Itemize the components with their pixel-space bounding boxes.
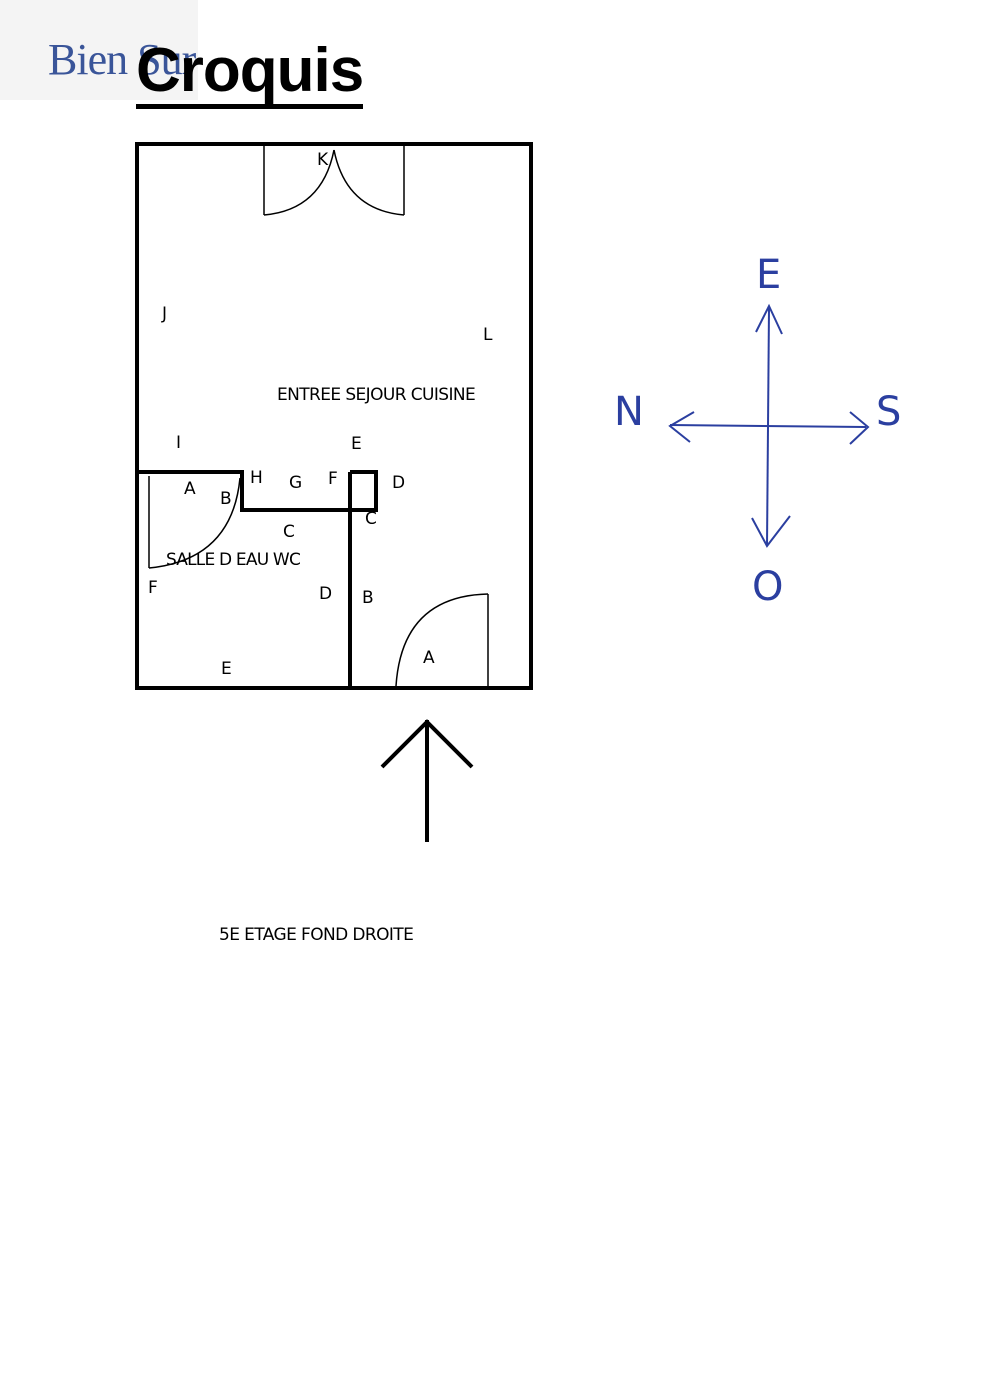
entry-door-arc xyxy=(395,593,489,687)
compass-south: S xyxy=(876,389,901,435)
arrow-east-icon xyxy=(755,303,783,335)
label-d-top: D xyxy=(392,473,405,493)
compass-east: E xyxy=(756,252,781,298)
arrow-north-icon xyxy=(668,411,695,443)
floor-caption: 5E ETAGE FOND DROITE xyxy=(219,925,413,945)
label-e-bottom: E xyxy=(221,659,232,679)
arrow-south-icon xyxy=(849,411,870,445)
duct xyxy=(348,470,378,512)
compass-north: N xyxy=(614,389,644,435)
bath-wall-top xyxy=(139,470,350,512)
label-f-top: F xyxy=(328,469,338,489)
room-bath: SALLE D EAU WC xyxy=(166,550,300,570)
label-c-small: C xyxy=(365,509,377,529)
label-a-bath: A xyxy=(184,479,196,499)
compass-west: O xyxy=(752,564,783,610)
label-b-right: B xyxy=(362,588,374,608)
label-j: J xyxy=(161,304,167,324)
label-l: L xyxy=(483,325,493,345)
label-k: K xyxy=(317,150,329,170)
bath-door-arc xyxy=(148,477,241,569)
window-arc-right xyxy=(333,149,405,216)
room-main: ENTREE SEJOUR CUISINE xyxy=(277,385,475,405)
entry-arrow-head xyxy=(380,719,474,769)
logo-brand: Bien Sur xyxy=(48,35,196,84)
label-h: H xyxy=(250,468,263,488)
window-arc-left xyxy=(263,149,335,216)
outer-wall xyxy=(135,142,533,690)
label-g: G xyxy=(289,473,302,493)
label-e-top: E xyxy=(351,434,362,454)
label-d-mid: D xyxy=(319,584,332,604)
label-i: I xyxy=(176,433,181,453)
logo: Bien Sur xyxy=(0,0,198,100)
page-title: Croquis xyxy=(136,40,364,109)
compass-horizontal xyxy=(669,424,867,428)
label-c-mid: C xyxy=(283,522,295,542)
label-b-bath: B xyxy=(220,489,232,509)
label-f-left: F xyxy=(148,578,158,598)
label-a-entry: A xyxy=(423,648,435,668)
arrow-west-icon xyxy=(751,515,791,548)
